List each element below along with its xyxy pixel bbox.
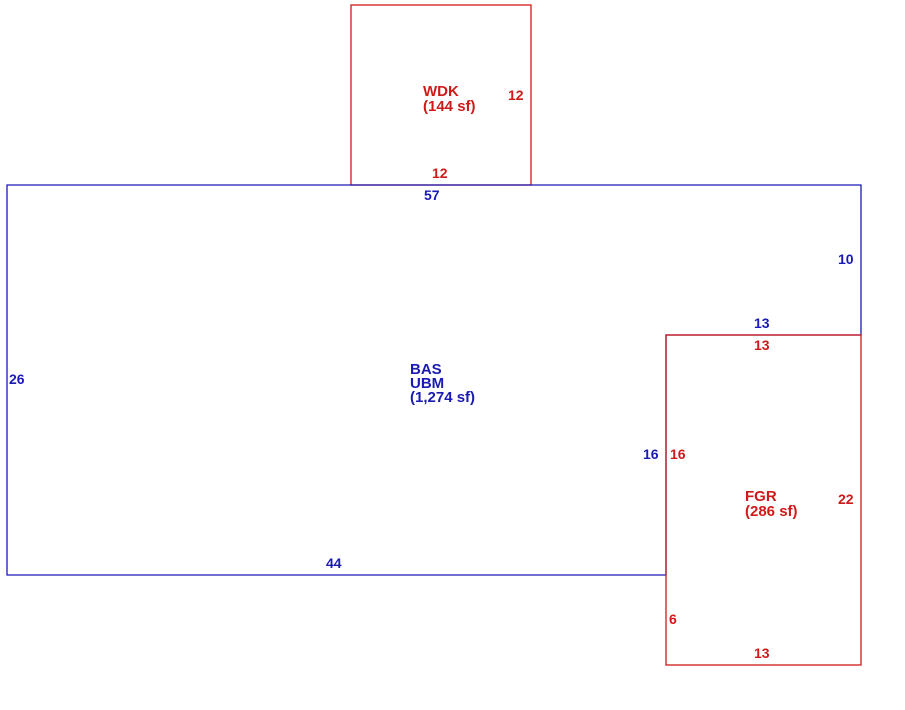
bas-notch-top-dim: 13	[754, 315, 770, 331]
fgr-bottom-dim: 13	[754, 645, 770, 661]
fgr-area: (286 sf)	[745, 503, 798, 520]
fgr-side-dim: 16	[670, 446, 686, 462]
bas-notch-side-dim: 16	[643, 446, 659, 462]
wdk-area: (144 sf)	[423, 98, 476, 115]
wdk-code: WDK	[423, 83, 459, 100]
bas-code2: UBM	[410, 375, 444, 392]
fgr-lower-left-dim: 6	[669, 611, 677, 627]
fgr-top-dim: 13	[754, 337, 770, 353]
bas-area: (1,274 sf)	[410, 389, 475, 406]
bas-left-dim: 26	[9, 371, 25, 387]
wdk-side-dim: 12	[508, 87, 524, 103]
bas-top-dim: 57	[424, 187, 440, 203]
bas-right-upper-dim: 10	[838, 251, 854, 267]
bas-code: BAS	[410, 361, 442, 378]
fgr-right-dim: 22	[838, 491, 854, 507]
fgr-outline	[665, 334, 862, 666]
wdk-bottom-dim: 12	[432, 165, 448, 181]
fgr-code: FGR	[745, 488, 777, 505]
bas-bottom-dim: 44	[326, 555, 342, 571]
